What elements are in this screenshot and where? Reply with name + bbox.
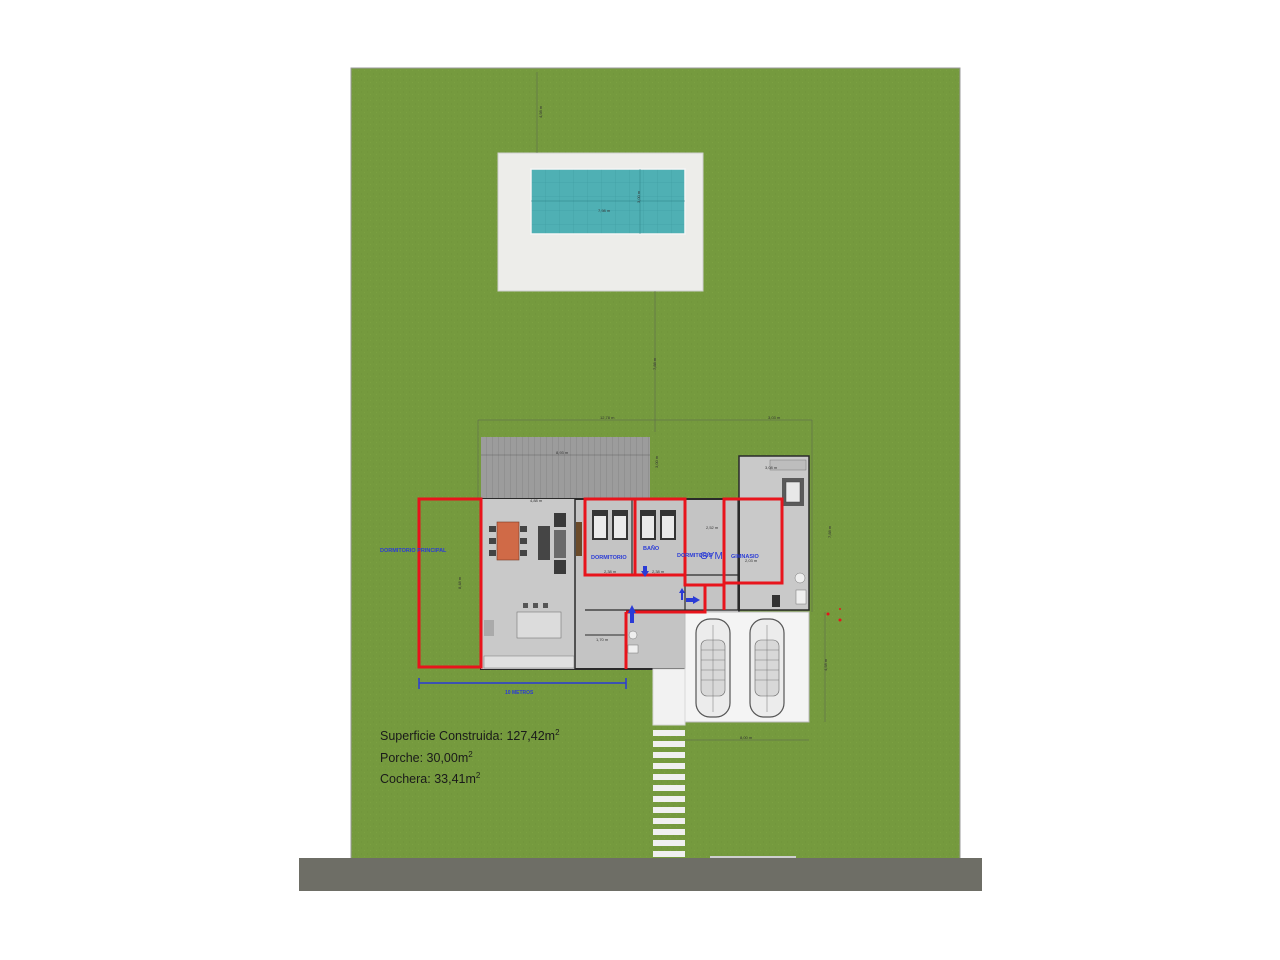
area-summary: Superficie Construida: 127,42m2 Porche: … bbox=[380, 724, 560, 789]
superficie-construida: Superficie Construida: 127,42m2 bbox=[380, 728, 560, 744]
dim-misc-4: 1,70 m bbox=[596, 637, 609, 642]
dim-annex-inner: 3,08 m bbox=[765, 465, 778, 470]
living-kitchen bbox=[481, 499, 575, 669]
dim-garage-depth: 4,58 m bbox=[823, 658, 828, 671]
entry-path bbox=[652, 668, 686, 726]
label-dormitorio: DORMITORIO bbox=[591, 555, 627, 561]
label-dormitorio-principal: DORMITORIO PRINCIPAL bbox=[380, 548, 447, 554]
arrow-up-icon bbox=[628, 605, 636, 623]
dim-pool-length: 7,98 m bbox=[598, 208, 611, 213]
dining-table bbox=[496, 521, 520, 561]
car-1 bbox=[695, 618, 731, 718]
dim-porch-width: 8,93 m bbox=[556, 450, 569, 455]
pool bbox=[530, 168, 686, 235]
label-dormitorio-2: DORMITORIO bbox=[677, 553, 713, 559]
street bbox=[299, 858, 982, 891]
dim-pool-offset: 4,98 m bbox=[538, 105, 543, 118]
arrow-up-icon bbox=[641, 566, 649, 577]
dim-misc-1: 2,38 m bbox=[604, 569, 617, 574]
dim-side-depth: 7,88 m bbox=[827, 525, 832, 538]
dim-pool-width: 3,00 m bbox=[636, 190, 641, 203]
arrow-up-icon bbox=[679, 588, 685, 600]
arrow-icons bbox=[628, 566, 700, 623]
scale-bar bbox=[418, 678, 627, 689]
scale-label: 10 METROS bbox=[505, 690, 534, 696]
porch-roof bbox=[481, 437, 650, 499]
dim-porch-depth: 3,00 m bbox=[654, 455, 659, 468]
label-gym: GYM bbox=[700, 551, 723, 562]
dim-pool-to-house: 7,88 m bbox=[652, 357, 657, 370]
stepping-stones bbox=[653, 730, 685, 857]
red-highlights bbox=[417, 497, 784, 669]
dim-misc-3: 2,03 m bbox=[745, 558, 758, 563]
car-2 bbox=[749, 618, 785, 718]
label-gimnasio: GIMNASIO bbox=[731, 554, 760, 560]
cochera-area: Cochera: 33,41m2 bbox=[380, 771, 481, 787]
dim-garage-width: 8,00 m bbox=[740, 735, 753, 740]
dim-misc-2: 2,38 m bbox=[652, 569, 665, 574]
arrow-right-icon bbox=[686, 596, 700, 604]
dim-house-width: 12,78 m bbox=[600, 415, 615, 420]
dim-annex-width: 3,03 m bbox=[768, 415, 781, 420]
dim-gym-width: 2,52 m bbox=[706, 525, 719, 530]
kitchen-island bbox=[516, 611, 562, 639]
dim-living-width: 4,88 m bbox=[530, 498, 543, 503]
sofa bbox=[538, 526, 550, 560]
dim-living-depth: 8,48 m bbox=[457, 576, 462, 589]
porche-area: Porche: 30,00m2 bbox=[380, 749, 473, 765]
label-bano: BAÑO bbox=[643, 545, 660, 552]
